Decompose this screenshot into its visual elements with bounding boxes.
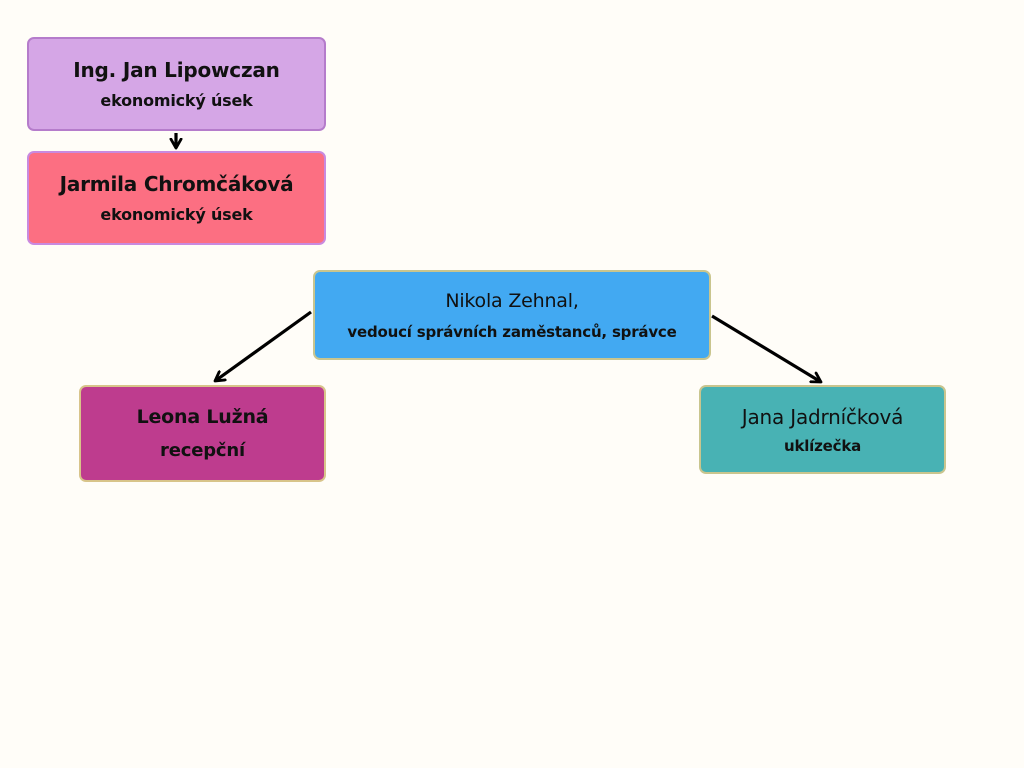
node-jana-jadrnickova: Jana Jadrníčková uklízečka bbox=[699, 385, 946, 474]
node-jan-lipowczan: Ing. Jan Lipowczan ekonomický úsek bbox=[27, 37, 326, 131]
node-nikola-zehnal: Nikola Zehnal, vedoucí správních zaměsta… bbox=[313, 270, 711, 360]
node-name: Jana Jadrníčková bbox=[741, 404, 904, 429]
node-name: Leona Lužná bbox=[136, 406, 269, 428]
node-name: Nikola Zehnal, bbox=[445, 289, 579, 312]
node-jarmila-chromcakova: Jarmila Chromčáková ekonomický úsek bbox=[27, 151, 326, 245]
node-leona-luzna: Leona Lužná recepční bbox=[79, 385, 326, 482]
node-role: ekonomický úsek bbox=[100, 205, 253, 224]
node-role: uklízečka bbox=[783, 436, 862, 455]
node-role: ekonomický úsek bbox=[100, 91, 253, 110]
edge-zehnal-luzna bbox=[215, 310, 312, 381]
node-role: vedoucí správních zaměstanců, správce bbox=[347, 322, 677, 341]
node-name: Jarmila Chromčáková bbox=[59, 172, 294, 196]
node-role: recepční bbox=[160, 440, 245, 461]
edge-zehnal-jadrnickova bbox=[711, 314, 821, 382]
node-name: Ing. Jan Lipowczan bbox=[73, 58, 280, 82]
